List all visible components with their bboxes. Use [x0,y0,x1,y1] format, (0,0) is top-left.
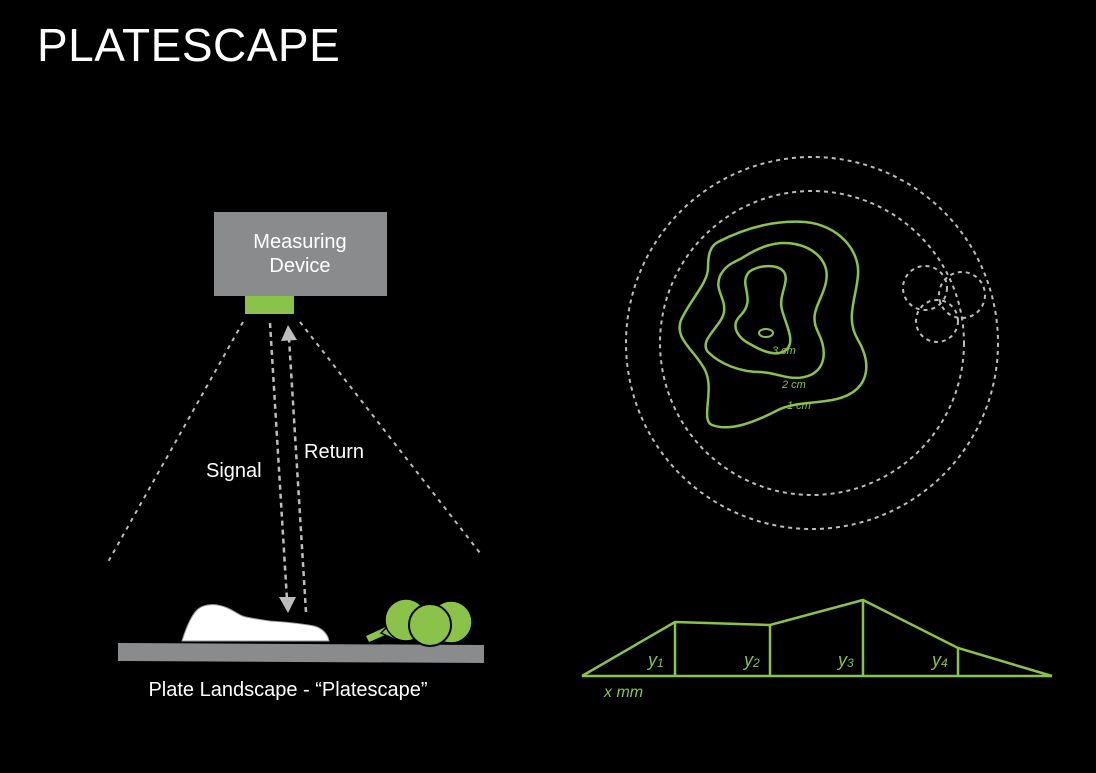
signal-label: Signal [206,460,262,482]
plate [118,643,484,663]
plate-outer-rim [625,156,999,530]
y3-label: y3 [836,650,854,670]
device-scene: Measuring Device Signal Return Plate Lan… [107,212,484,701]
y1-label: y1 [646,650,664,670]
food-blob-icon [181,604,330,642]
green-food-icon [366,598,473,647]
contour-peak [758,328,774,338]
contour-label-3cm: 3 cm [772,345,796,357]
device-label-line1: Measuring [253,231,346,253]
contour-2cm [704,241,828,380]
x-mm-label: x mm [603,684,643,701]
return-arrowhead-icon [281,325,297,341]
device-label-line2: Device [269,255,330,277]
page-title: PLATESCAPE [37,19,341,71]
signal-arrowhead-icon [279,597,296,613]
pea-outline [915,299,959,343]
plate-caption: Plate Landscape - “Platescape” [148,679,427,701]
contour-3cm [734,264,792,355]
return-label: Return [304,441,364,463]
scan-cone-right [299,321,481,554]
pea-outline [938,271,986,319]
plate-inner-rim [659,190,965,496]
scan-cone-left [107,321,244,563]
contour-1cm [678,220,868,429]
sensor-icon [245,296,294,314]
y4-label: y4 [930,650,948,670]
profile-outline [581,598,1053,678]
y2-label: y2 [742,650,760,670]
signal-arrow [268,322,289,601]
return-arrow [287,337,308,613]
measuring-device-box [214,212,387,296]
contour-label-2cm: 2 cm [781,379,806,391]
contour-plate: 3 cm 2 cm 1 cm [625,156,999,530]
height-profile: y1 y2 y3 y4 x mm [581,598,1053,701]
contour-label-1cm: 1 cm [787,400,811,412]
pea-outline [902,265,948,311]
